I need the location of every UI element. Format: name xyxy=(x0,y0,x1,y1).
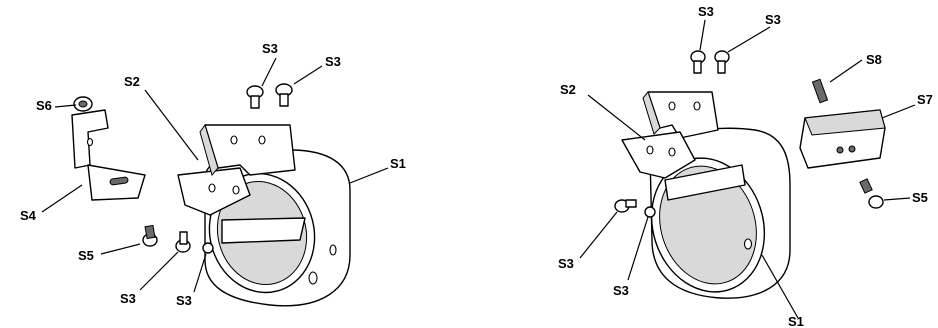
right-screw-left xyxy=(614,199,637,213)
label-right-s3-top-a: S3 xyxy=(698,4,714,19)
label-s6: S6 xyxy=(36,98,52,113)
leader-s5 xyxy=(100,243,141,255)
leader-right-s5 xyxy=(883,197,911,201)
label-right-s3-left: S3 xyxy=(558,256,574,271)
left-nut-s6 xyxy=(73,96,93,112)
left-screw-top-b xyxy=(275,83,293,107)
leader-s3-bottom-a xyxy=(139,251,179,291)
leader-s4 xyxy=(41,184,83,213)
right-set-screw-s8 xyxy=(811,78,829,104)
right-assembly: S1 S2 S3 S3 S3 S3 S5 S8 S7 xyxy=(558,4,933,328)
leader-right-s3-top-a xyxy=(699,19,706,51)
right-screw-top-a xyxy=(690,50,706,74)
label-s5: S5 xyxy=(78,248,94,263)
label-s2: S2 xyxy=(124,74,140,89)
left-angle-bracket-s4 xyxy=(71,109,146,201)
leader-s6 xyxy=(54,104,77,108)
leader-s3-top-b xyxy=(293,65,323,85)
leader-right-s2 xyxy=(587,94,646,141)
left-bracket-s2 xyxy=(177,123,296,216)
label-right-s3-top-b: S3 xyxy=(765,12,781,27)
leader-right-s3-top-b xyxy=(727,26,771,53)
label-right-s2: S2 xyxy=(560,82,576,97)
label-s3-bottom-b: S3 xyxy=(176,293,192,308)
leader-right-s3-bottom xyxy=(627,216,649,281)
leader-right-s1 xyxy=(761,254,799,319)
label-s1: S1 xyxy=(390,156,406,171)
leader-s3-top-a xyxy=(261,57,277,87)
label-s3-top-a: S3 xyxy=(262,41,278,56)
left-screw-s5 xyxy=(142,224,158,247)
left-screw-top-a xyxy=(246,85,264,109)
leader-right-s8 xyxy=(829,59,863,83)
right-screw-s5 xyxy=(859,178,884,209)
right-screw-bottom xyxy=(644,206,656,218)
label-s3-top-b: S3 xyxy=(325,54,341,69)
left-screw-bottom-b xyxy=(202,242,214,254)
label-right-s3-bottom: S3 xyxy=(613,283,629,298)
left-screw-bottom-a xyxy=(175,231,191,253)
leader-s3-bottom-b xyxy=(193,253,207,293)
right-block-s7 xyxy=(799,109,886,169)
label-s3-bottom-a: S3 xyxy=(120,291,136,306)
label-right-s8: S8 xyxy=(866,52,882,67)
leader-right-s7 xyxy=(881,104,916,119)
leader-right-s3-left xyxy=(579,211,618,259)
right-clamp-band-s1 xyxy=(649,127,791,299)
right-bracket-s2 xyxy=(621,90,719,179)
label-s4: S4 xyxy=(20,208,37,223)
leader-s2 xyxy=(144,89,199,161)
right-screw-top-b xyxy=(714,50,730,74)
label-right-s7: S7 xyxy=(917,92,933,107)
leader-s1 xyxy=(349,167,389,184)
label-right-s1: S1 xyxy=(788,314,804,328)
left-assembly: S1 S2 S3 S3 S4 S5 S6 S3 S3 xyxy=(20,41,406,308)
label-right-s5: S5 xyxy=(912,190,928,205)
